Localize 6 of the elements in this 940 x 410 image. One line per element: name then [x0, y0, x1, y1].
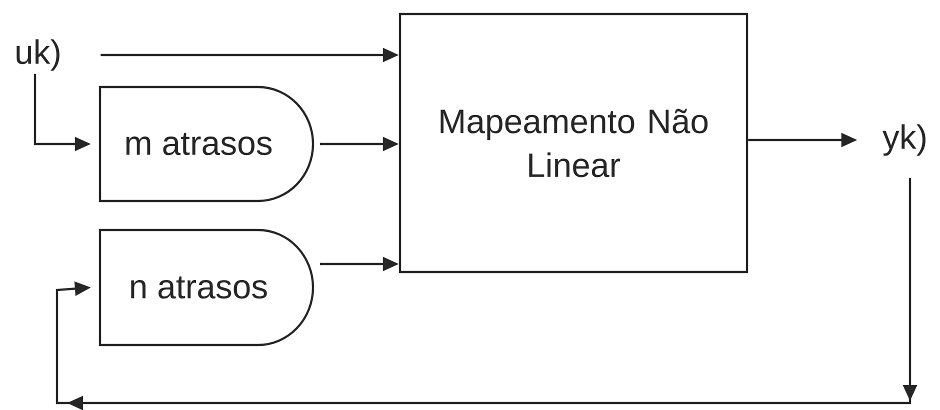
signal-label: yk) — [882, 124, 926, 156]
delay-block: n atrasos — [98, 228, 314, 346]
arrow — [56, 178, 918, 410]
delay-block: m atrasos — [98, 86, 314, 202]
process-box: Mapeamento Não Linear — [398, 12, 748, 274]
signal-label: uk) — [16, 39, 60, 71]
